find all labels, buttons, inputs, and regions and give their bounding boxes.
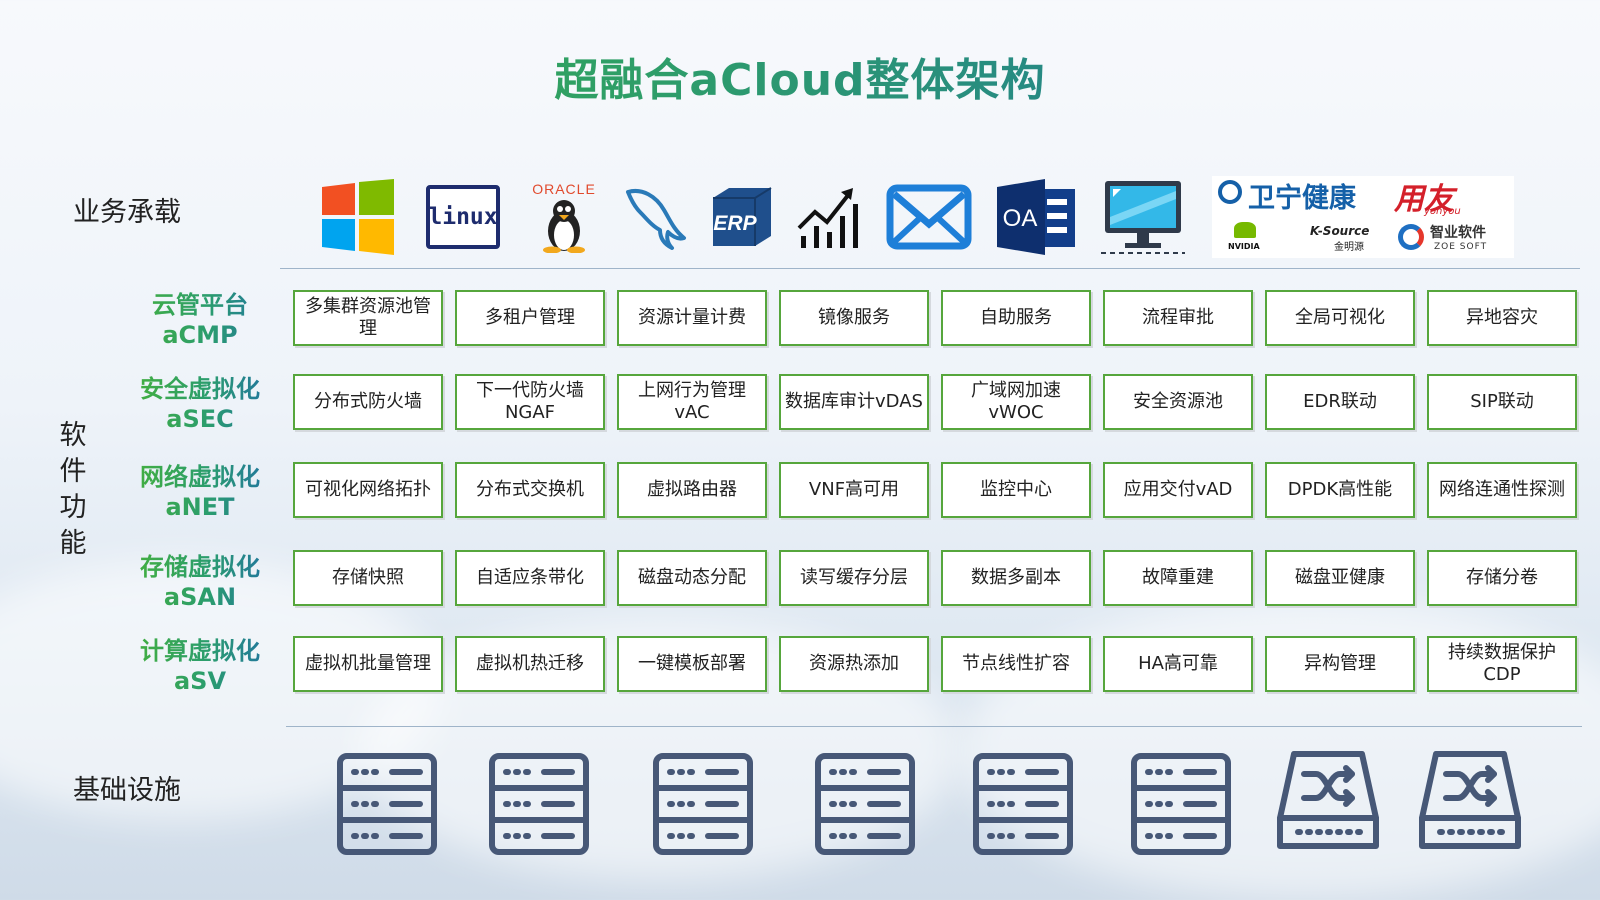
feature-cell: 镜像服务 — [779, 290, 929, 346]
zoe-logo-text: 智业软件 — [1430, 225, 1486, 241]
feature-cell: 存储分卷 — [1427, 550, 1577, 606]
feature-row-acmp: 多集群资源池管理 多租户管理 资源计量计费 镜像服务 自助服务 流程审批 全局可… — [293, 290, 1577, 348]
feature-cell: 持续数据保护 CDP — [1427, 636, 1577, 692]
mail-envelope-icon — [884, 176, 974, 258]
feature-cell: 虚拟路由器 — [617, 462, 767, 518]
feature-cell: 读写缓存分层 — [779, 550, 929, 606]
switch-icon — [1276, 748, 1380, 858]
feature-cell: SIP联动 — [1427, 374, 1577, 430]
feature-cell: 异地容灾 — [1427, 290, 1577, 346]
feature-cell: 资源计量计费 — [617, 290, 767, 346]
feature-cell: HA高可靠 — [1103, 636, 1253, 692]
top-divider — [280, 268, 1580, 269]
feature-row-asv: 虚拟机批量管理 虚拟机热迁移 一键模板部署 资源热添加 节点线性扩容 HA高可靠… — [293, 636, 1577, 694]
ksource-logo-text: K-Source — [1310, 224, 1370, 238]
switch-icon — [1418, 748, 1522, 858]
feature-cell: 自助服务 — [941, 290, 1091, 346]
feature-cell: 数据多副本 — [941, 550, 1091, 606]
weining-logo-text: 卫宁健康 — [1248, 183, 1356, 214]
bottom-divider — [286, 726, 1582, 727]
growth-chart-icon — [796, 176, 862, 258]
feature-row-anet: 可视化网络拓扑 分布式交换机 虚拟路由器 VNF高可用 监控中心 应用交付vAD… — [293, 462, 1577, 520]
feature-cell: 虚拟机批量管理 — [293, 636, 443, 692]
feature-cell: 广域网加速 vWOC — [941, 374, 1091, 430]
page-title: 超融合aCloud整体架构 — [0, 44, 1600, 108]
feature-cell: 分布式交换机 — [455, 462, 605, 518]
partner-logos-panel: 卫宁健康 用友 yonyou NVIDIA K-Source 金明源 智业软件 … — [1212, 176, 1514, 258]
feature-cell: 数据库审计vDAS — [779, 374, 929, 430]
feature-cell: 安全资源池 — [1103, 374, 1253, 430]
feature-cell: 磁盘亚健康 — [1265, 550, 1415, 606]
feature-cell: 多租户管理 — [455, 290, 605, 346]
yonyou-logo-text: 用友 — [1394, 182, 1454, 217]
business-label: 业务承载 — [73, 197, 181, 228]
feature-cell: 异构管理 — [1265, 636, 1415, 692]
erp-icon: ERP — [706, 176, 778, 258]
feature-cell: 资源热添加 — [779, 636, 929, 692]
mysql-dolphin-icon — [620, 176, 694, 258]
feature-cell: DPDK高性能 — [1265, 462, 1415, 518]
feature-cell: 自适应条带化 — [455, 550, 605, 606]
feature-cell: 全局可视化 — [1265, 290, 1415, 346]
feature-cell: 下一代防火墙 NGAF — [455, 374, 605, 430]
weining-logo-icon — [1218, 180, 1242, 204]
server-icon — [652, 752, 754, 860]
feature-cell: 故障重建 — [1103, 550, 1253, 606]
feature-cell: 磁盘动态分配 — [617, 550, 767, 606]
oa-icon: OA — [994, 176, 1080, 258]
feature-cell: 虚拟机热迁移 — [455, 636, 605, 692]
ksource-subtext: 金明源 — [1334, 242, 1364, 253]
windows-logo-icon — [318, 176, 398, 258]
feature-row-asan: 存储快照 自适应条带化 磁盘动态分配 读写缓存分层 数据多副本 故障重建 磁盘亚… — [293, 550, 1577, 608]
feature-row-asec: 分布式防火墙 下一代防火墙 NGAF 上网行为管理 vAC 数据库审计vDAS … — [293, 374, 1577, 432]
feature-cell: 多集群资源池管理 — [293, 290, 443, 346]
feature-cell: EDR联动 — [1265, 374, 1415, 430]
server-icon — [488, 752, 590, 860]
yonyou-subtext: yonyou — [1424, 206, 1461, 217]
monitor-icon — [1098, 176, 1188, 258]
zoe-subtext: ZOE SOFT — [1434, 242, 1488, 252]
infrastructure-label: 基础设施 — [73, 775, 181, 806]
feature-cell: 节点线性扩容 — [941, 636, 1091, 692]
feature-cell: 应用交付vAD — [1103, 462, 1253, 518]
zoe-logo-icon — [1398, 224, 1424, 250]
nvidia-logo-text: NVIDIA — [1228, 242, 1260, 251]
server-icon — [1130, 752, 1232, 860]
feature-cell: 存储快照 — [293, 550, 443, 606]
feature-cell: 可视化网络拓扑 — [293, 462, 443, 518]
oracle-linux-logo-icon: ORACLE — [518, 176, 610, 258]
software-label: 软 件 功 能 — [59, 420, 87, 559]
feature-cell: 监控中心 — [941, 462, 1091, 518]
svg-text:ERP: ERP — [713, 212, 757, 235]
feature-cell: 一键模板部署 — [617, 636, 767, 692]
linux-logo-icon: linux — [420, 176, 506, 258]
feature-cell: 分布式防火墙 — [293, 374, 443, 430]
server-icon — [814, 752, 916, 860]
svg-text:OA: OA — [1003, 205, 1038, 232]
feature-cell: VNF高可用 — [779, 462, 929, 518]
server-icon — [972, 752, 1074, 860]
server-icon — [336, 752, 438, 860]
nvidia-logo-icon — [1234, 222, 1256, 238]
feature-cell: 上网行为管理 vAC — [617, 374, 767, 430]
feature-cell: 网络连通性探测 — [1427, 462, 1577, 518]
feature-cell: 流程审批 — [1103, 290, 1253, 346]
